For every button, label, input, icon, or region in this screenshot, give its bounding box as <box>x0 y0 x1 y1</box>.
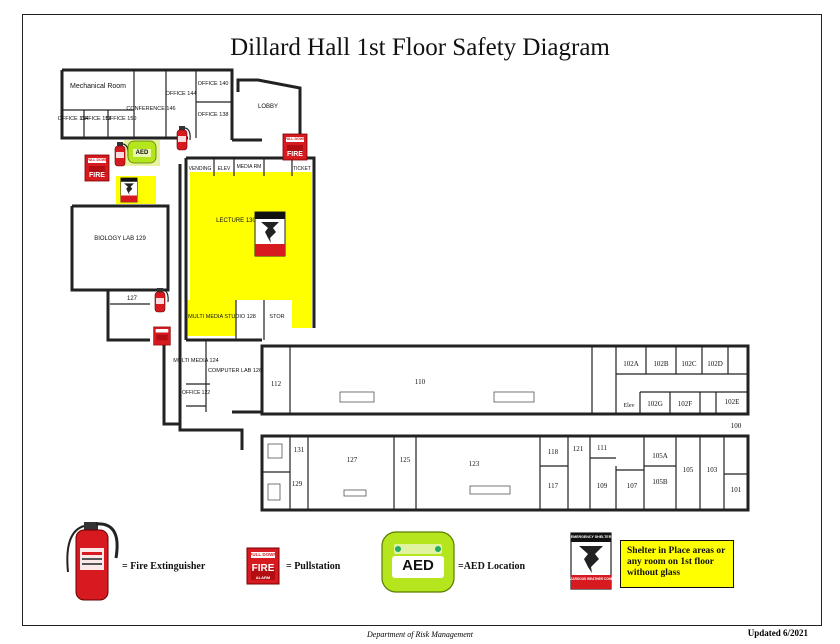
room-109: 109 <box>597 482 608 490</box>
room-elev: ELEV <box>218 166 231 172</box>
fire-extinguisher-icon <box>176 125 191 151</box>
legend-shelter-sub-text: FOR HAZARDOUS WEATHER CONDITIONS <box>558 577 624 581</box>
room-101: 101 <box>731 486 742 494</box>
room-129: 129 <box>292 480 303 488</box>
walls-east-wing <box>232 344 750 512</box>
legend-shelter-top-text: EMERGENCY SHELTER <box>571 535 612 539</box>
room-ticket: TICKET <box>293 166 311 172</box>
room-stor: STOR <box>269 314 284 320</box>
pullstation-icon <box>153 326 171 346</box>
pullstation-top-text: PULL DOWN <box>284 137 306 141</box>
legend-pull-top-text: PULL DOWN <box>249 552 276 557</box>
room-118: 118 <box>548 448 559 456</box>
room-105b: 105B <box>652 478 668 486</box>
room-biology-lab: BIOLOGY LAB 129 <box>94 236 146 242</box>
room-mechanical: Mechanical Room <box>70 83 126 90</box>
room-103: 103 <box>707 466 718 474</box>
room-121: 121 <box>573 445 584 453</box>
room-office-150: OFFICE 150 <box>106 116 137 122</box>
pullstation-fire-text: FIRE <box>89 172 105 179</box>
room-lobby: LOBBY <box>258 104 278 110</box>
aed-plan-text: AED <box>136 150 149 156</box>
room-102c: 102C <box>681 360 697 368</box>
diagram-title: Dillard Hall 1st Floor Safety Diagram <box>230 34 610 61</box>
room-labels-west: Mechanical Room OFFICE 154 OFFICE 152 OF… <box>58 81 311 396</box>
room-110: 110 <box>415 378 426 386</box>
shelter-sign-icon <box>120 177 138 203</box>
room-multimedia-studio: MULTI MEDIA STUDIO 128 <box>188 314 256 320</box>
walls-west-wing <box>60 68 316 450</box>
room-107: 107 <box>627 482 638 490</box>
room-105: 105 <box>683 466 694 474</box>
room-131: 131 <box>294 446 305 454</box>
pullstation-top-text: PULL DOWN <box>86 158 108 162</box>
room-102d: 102D <box>707 360 723 368</box>
room-102g: 102G <box>647 400 663 408</box>
room-office-140: OFFICE 140 <box>198 81 229 87</box>
room-office-152: OFFICE 152 <box>81 116 112 122</box>
room-100: 100 <box>731 422 742 430</box>
legend-fire-extinguisher-icon <box>66 522 119 601</box>
shelter-sign-icon <box>254 211 286 257</box>
room-media: MEDIA RM <box>237 164 262 170</box>
room-125: 125 <box>400 456 411 464</box>
room-conference-146: CONFERENCE 146 <box>126 106 175 112</box>
page-border <box>22 14 822 626</box>
room-computer-lab: COMPUTER LAB 126 <box>208 368 262 374</box>
footer-department: Department of Risk Management <box>367 630 473 639</box>
plan-symbol-labels: PULL DOWN FIRE PULL DOWN FIRE AED <box>86 137 306 179</box>
room-vending: VENDING <box>189 166 212 172</box>
legend-shelter-note: Shelter in Place areas or any room on 1s… <box>620 540 734 588</box>
legend-symbol-labels: PULL DOWN FIRE ALARM AED EMERGENCY SHELT… <box>249 535 623 581</box>
room-lecture-130: LECTURE 130 <box>216 218 256 224</box>
legend-aed-label: =AED Location <box>458 561 526 572</box>
room-elev-east: Elev <box>624 403 635 409</box>
legend-aed-icon <box>381 531 455 593</box>
room-123: 123 <box>469 460 480 468</box>
walls-west-wing-inner <box>62 70 293 412</box>
room-office-154: OFFICE 154 <box>58 116 89 122</box>
legend-aed-text: AED <box>402 557 434 574</box>
legend-shelter-sign-icon <box>570 532 612 590</box>
legend-fire-extinguisher-label: = Fire Extinguisher <box>122 561 206 572</box>
room-102f: 102F <box>678 400 693 408</box>
room-117: 117 <box>548 482 559 490</box>
pullstation-fire-text: FIRE <box>287 151 303 158</box>
legend-pullstation-label: = Pullstation <box>286 561 341 572</box>
room-127-west: 127 <box>127 296 138 302</box>
room-office-122: OFFICE 122 <box>182 390 210 396</box>
room-labels-east: 112 110 102A 102B 102C 102D Elev 102G 10… <box>271 360 742 494</box>
legend-symbols <box>66 522 612 601</box>
furniture-outlines <box>267 391 535 501</box>
room-127: 127 <box>347 456 358 464</box>
room-112: 112 <box>271 380 282 388</box>
fire-extinguisher-icon <box>154 287 169 313</box>
footer-updated: Updated 6/2021 <box>747 628 808 638</box>
legend-pull-fire-text: FIRE <box>252 563 275 574</box>
room-111: 111 <box>597 444 607 452</box>
room-office-138: OFFICE 138 <box>198 112 229 118</box>
room-102b: 102B <box>653 360 669 368</box>
room-105a: 105A <box>652 452 668 460</box>
room-multimedia-124: MULTI MEDIA 124 <box>173 358 218 364</box>
legend-pullstation-icon <box>246 547 280 585</box>
walls-east-wing-inner <box>262 346 748 510</box>
room-102a: 102A <box>623 360 639 368</box>
legend-pull-alarm-text: ALARM <box>256 575 271 580</box>
room-102e: 102E <box>725 398 740 406</box>
room-office-144: OFFICE 144 <box>166 91 197 97</box>
